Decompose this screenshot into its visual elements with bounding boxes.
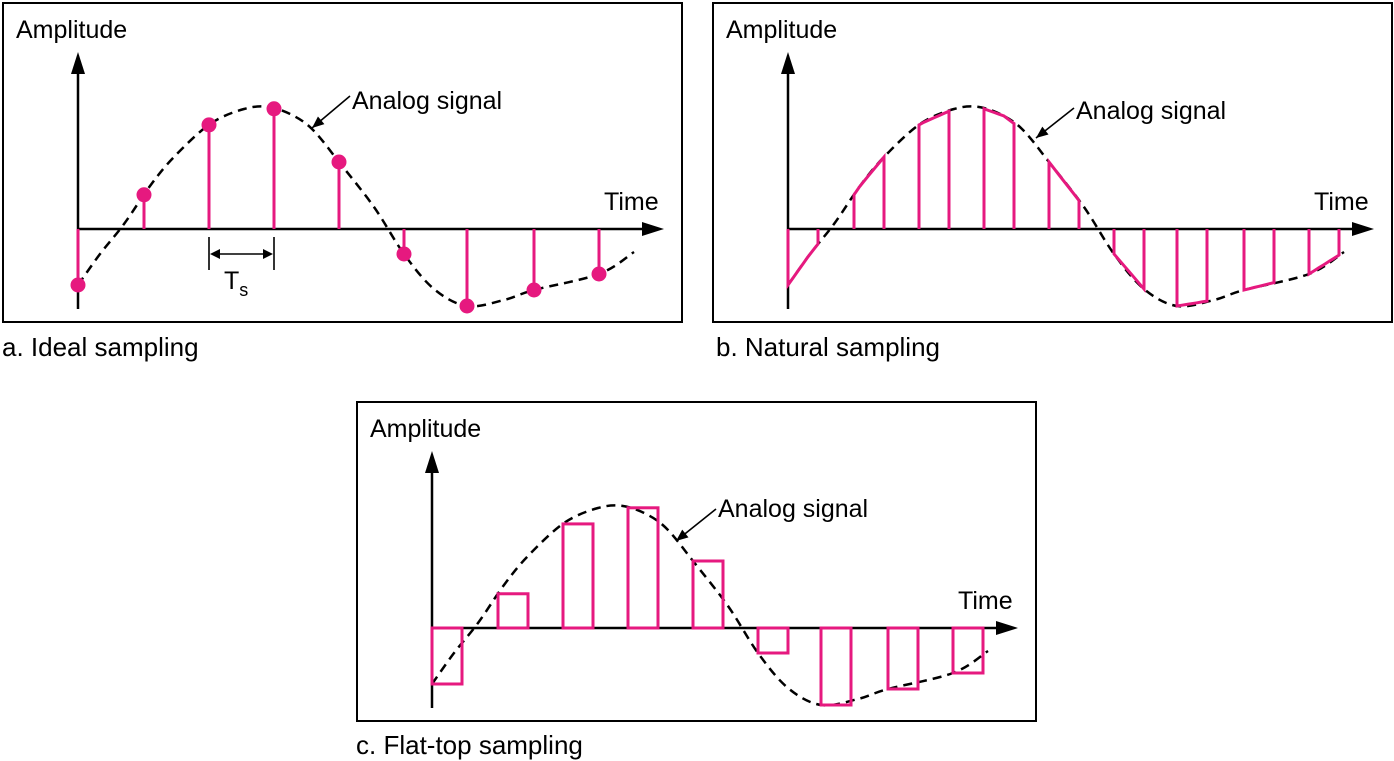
natural-sample-pulse [982,106,1016,229]
time-axis-arrowhead [996,621,1018,635]
time-label: Time [958,587,1013,615]
natural-sampling-diagram: Amplitude Time Analog signal [726,16,1374,309]
flat-top-sample-pulse [561,522,595,630]
flat-top-sample-pulse [819,626,853,707]
amplitude-axis-arrowhead [781,52,795,74]
natural-sample-pulse [1242,229,1276,292]
ts-span-arrowhead-left [210,249,220,259]
sampling-period-label: Ts [224,267,248,300]
amplitude-label: Amplitude [370,415,481,443]
panel-flat-top-sampling: Amplitude Time Analog signal [356,401,1037,722]
panel-ideal-sampling: Amplitude Time Analog signal Ts [2,2,683,323]
sample-dot [526,282,542,298]
analog-signal-curve [430,504,989,707]
natural-sample-pulse [917,108,951,229]
amplitude-label: Amplitude [16,16,127,44]
analog-signal-pointer-arrowhead [1036,126,1049,138]
flat-top-sample-pulse [496,592,530,630]
analog-signal-curve [786,105,1345,308]
flat-top-sample-pulse [756,626,790,655]
caption-ideal-sampling: a. Ideal sampling [2,332,199,362]
analog-signal-label: Analog signal [718,495,868,523]
flat-top-sample-pulse [626,506,660,630]
analog-signal-curve [76,105,635,308]
analog-signal-pointer-arrowhead [676,529,689,541]
caption-flat-top-sampling: c. Flat-top sampling [356,730,583,760]
natural-sample-pulse [1047,157,1081,229]
flat-top-sample-pulse [886,626,920,691]
sample-dot [396,246,412,262]
natural-sample-pulse [1175,229,1209,308]
natural-sample-pulse [1112,229,1146,294]
panel-natural-sampling: Amplitude Time Analog signal [712,2,1393,323]
time-label: Time [1314,188,1369,216]
ideal-sampling-diagram: Amplitude Time Analog signal Ts [16,16,664,314]
flat-top-sample-pulse [691,559,725,630]
flat-top-sample-pulse [430,626,464,686]
analog-signal-label: Analog signal [1076,97,1226,125]
analog-signal-label: Analog signal [352,87,502,115]
analog-signal-pointer-arrowhead [312,116,325,128]
sample-dot [70,277,86,293]
time-axis-arrowhead [642,222,664,236]
natural-sample-pulse [1307,229,1341,277]
flat-top-sample-pulse [951,626,985,675]
sample-dot [136,187,152,203]
time-label: Time [604,188,659,216]
amplitude-axis-arrowhead [71,52,85,74]
sample-dot [201,117,217,133]
ts-span-arrowhead-right [263,249,273,259]
amplitude-axis-arrowhead [425,451,439,473]
amplitude-label: Amplitude [726,16,837,44]
sample-dot [331,154,347,170]
caption-natural-sampling: b. Natural sampling [716,332,940,362]
sample-dot [266,101,282,117]
sample-dot [459,298,475,314]
sample-dot [591,266,607,282]
flat-top-sampling-diagram: Amplitude Time Analog signal [370,415,1018,708]
natural-sample-pulse [786,229,820,290]
natural-sample-pulse [852,152,886,229]
time-axis-arrowhead [1352,222,1374,236]
